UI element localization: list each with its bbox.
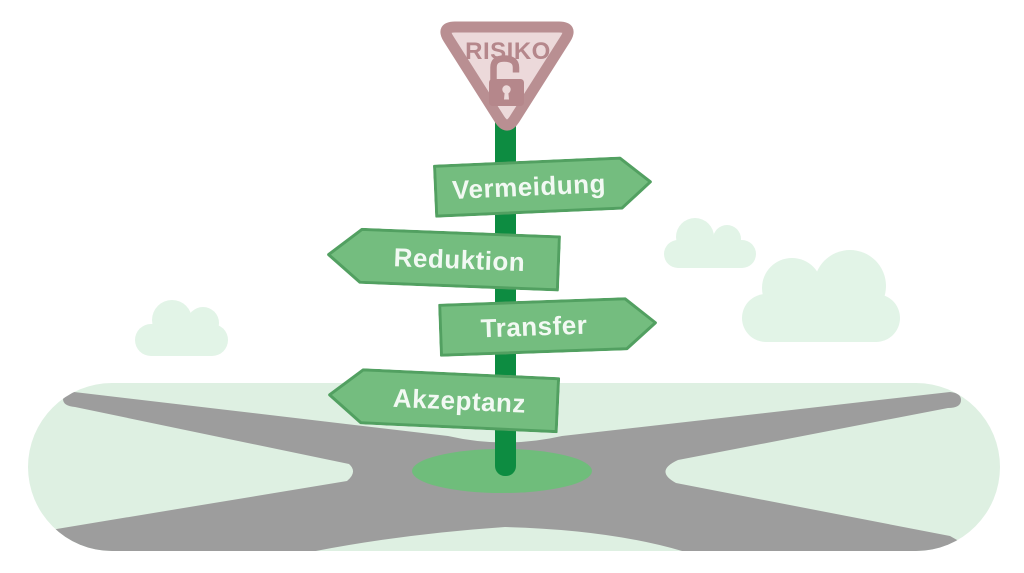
cloud-small-right-icon <box>664 218 756 268</box>
left-arrow-sign-shape <box>327 227 561 292</box>
right-arrow-sign-shape <box>438 297 657 357</box>
direction-sign-label: Vermeidung <box>451 168 607 205</box>
direction-sign-label: Akzeptanz <box>392 382 527 419</box>
cloud-large-right-icon <box>742 250 900 342</box>
risk-warning-sign: RISIKO <box>440 21 574 131</box>
direction-sign-reduktion: Reduktion <box>326 227 561 292</box>
direction-sign-akzeptanz: Akzeptanz <box>327 367 561 434</box>
direction-sign-transfer: Transfer <box>438 296 658 357</box>
open-padlock-icon <box>489 55 524 106</box>
warning-triangle-shape <box>440 21 574 131</box>
left-arrow-sign-shape <box>328 368 561 434</box>
right-arrow-sign-shape <box>433 156 652 218</box>
direction-sign-label: Reduktion <box>393 241 526 277</box>
direction-sign-label: Transfer <box>480 309 588 344</box>
direction-sign-vermeidung: Vermeidung <box>433 155 653 218</box>
cloud-left-icon <box>135 300 228 356</box>
